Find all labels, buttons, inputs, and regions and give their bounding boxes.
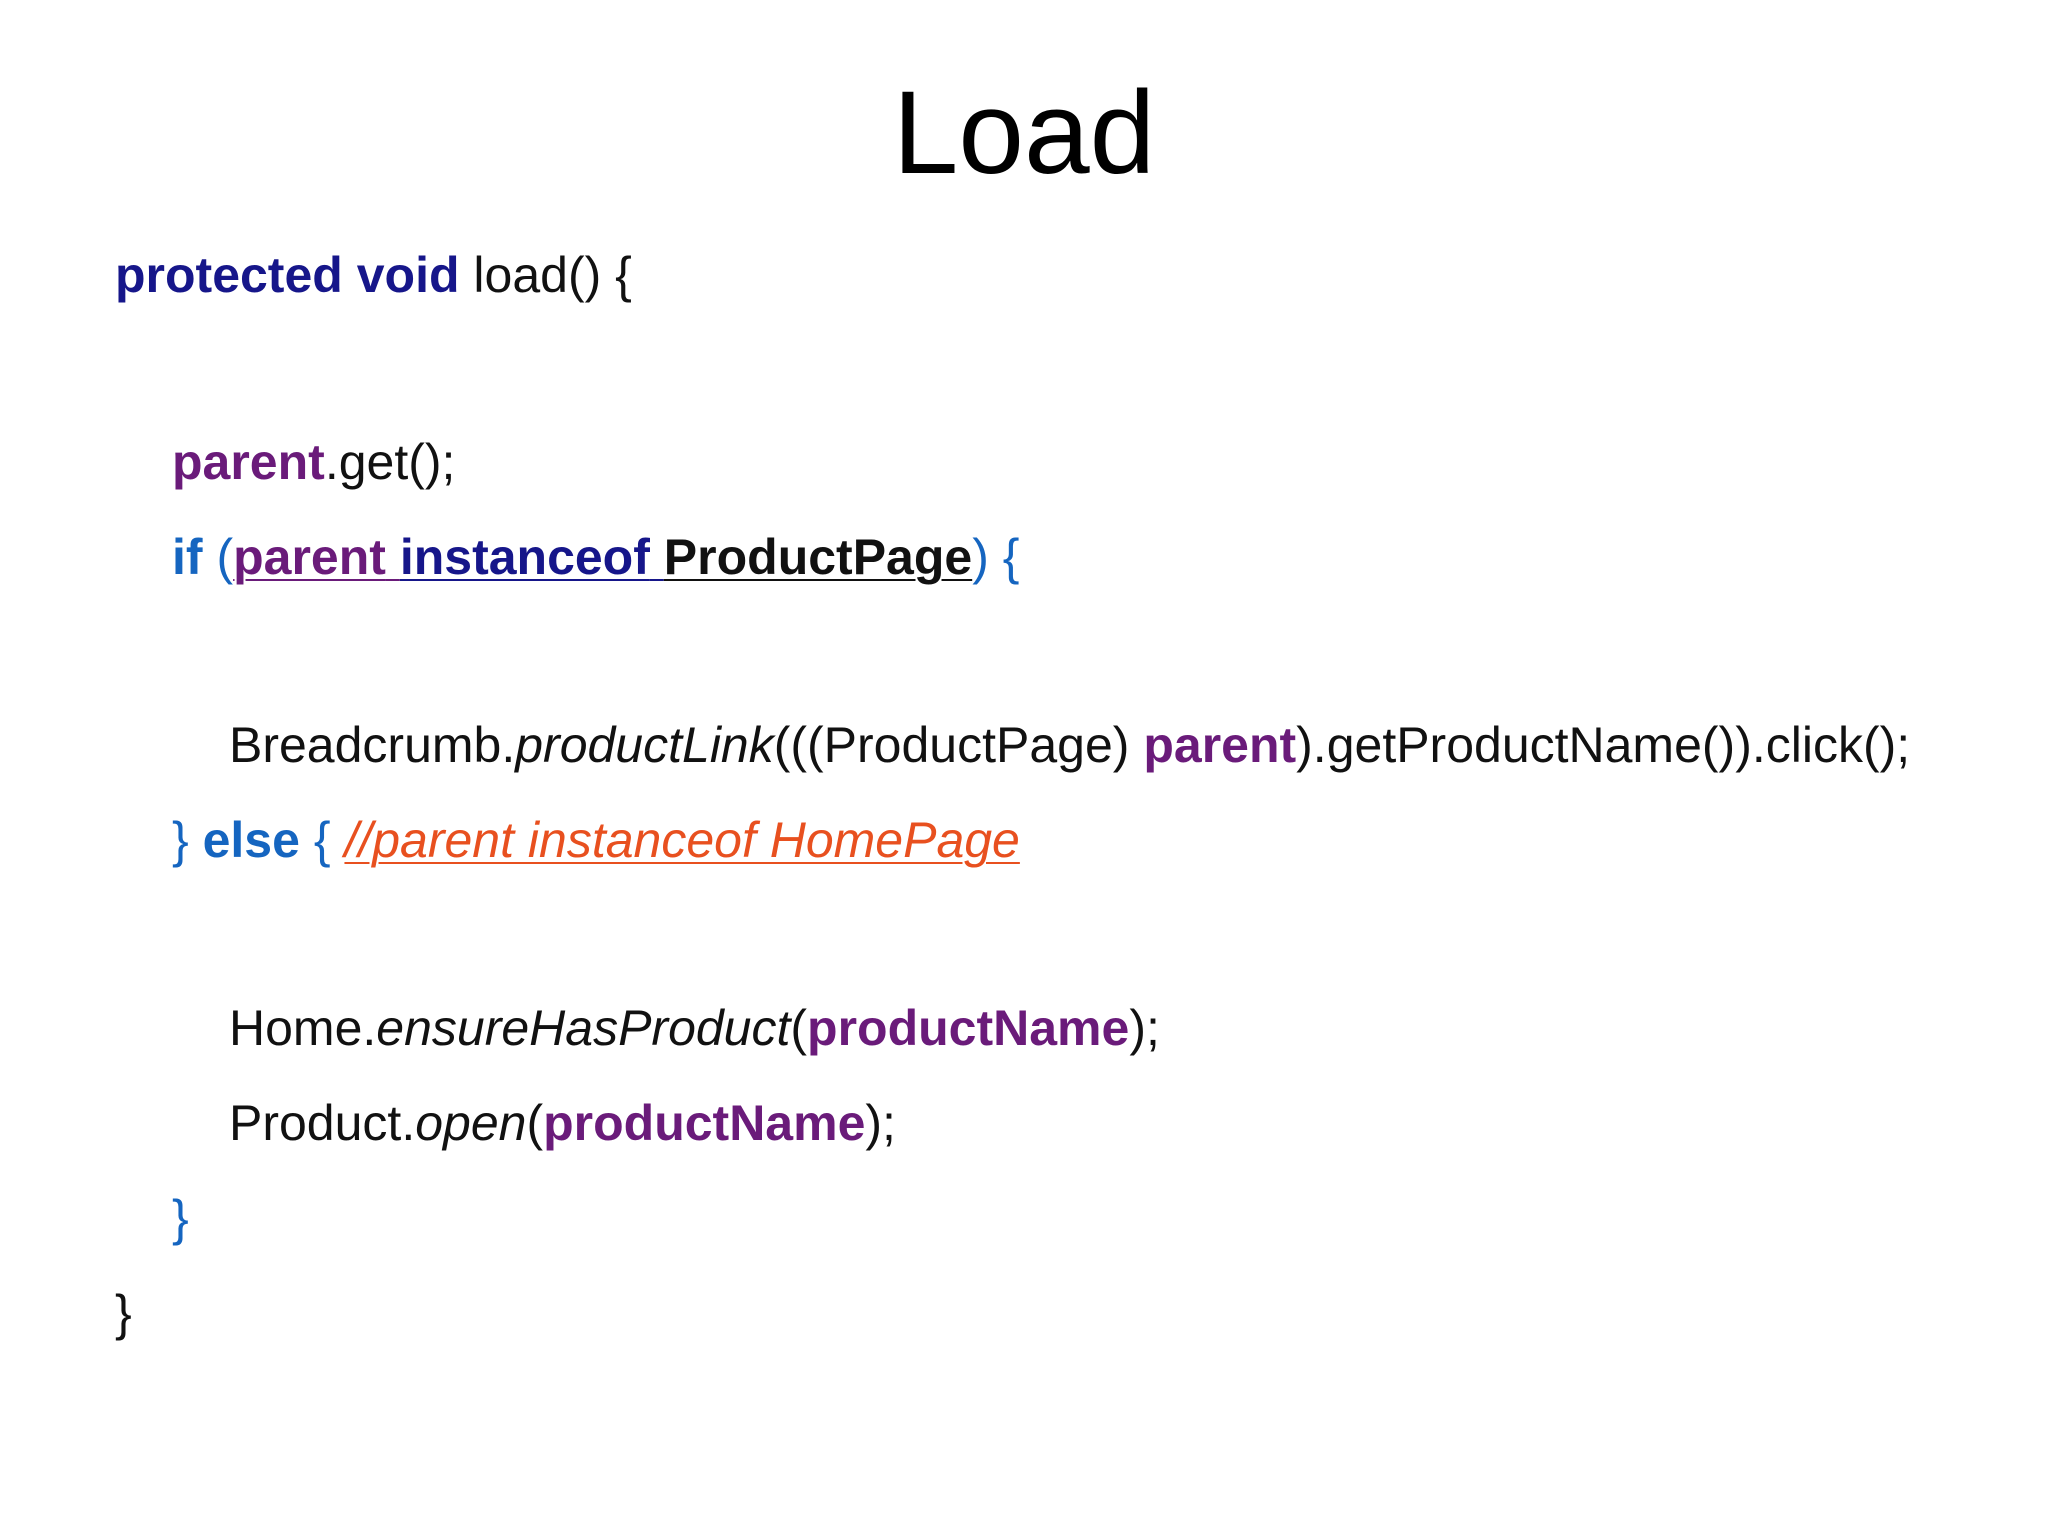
open-paren: ( xyxy=(790,1000,808,1056)
open-paren: ( xyxy=(526,1095,544,1151)
field-parent: parent xyxy=(172,434,325,490)
close-brace: } xyxy=(172,1190,189,1246)
method-open: open xyxy=(415,1095,527,1151)
method-signature: load() { xyxy=(473,247,632,303)
cast-productpage: (((ProductPage) xyxy=(773,717,1130,773)
keyword-protected: protected xyxy=(115,247,343,303)
method-ensurehasproduct: ensureHasProduct xyxy=(376,1000,791,1056)
class-home: Home. xyxy=(229,1000,377,1056)
type-productpage: ProductPage xyxy=(663,529,973,585)
field-parent: parent xyxy=(1143,717,1297,773)
code-line-3: if (parent instanceof ProductPage) { xyxy=(172,527,1019,587)
slide-title: Load xyxy=(892,67,1156,199)
close-brace: } xyxy=(115,1285,132,1341)
code-line-8: } xyxy=(172,1188,189,1248)
class-product: Product. xyxy=(229,1095,416,1151)
method-productlink: productLink xyxy=(515,717,774,773)
close-brace: } xyxy=(172,812,189,868)
code-line-9: } xyxy=(115,1283,132,1343)
keyword-if: if xyxy=(172,529,203,585)
open-brace: { xyxy=(313,812,331,868)
code-line-2: parent.get(); xyxy=(172,432,455,492)
field-parent: parent xyxy=(233,529,386,585)
keyword-void: void xyxy=(356,247,460,303)
close-paren: ); xyxy=(865,1095,896,1151)
keyword-else: else xyxy=(202,812,300,868)
comment: //parent instanceof HomePage xyxy=(344,812,1020,868)
class-breadcrumb: Breadcrumb. xyxy=(229,717,516,773)
keyword-instanceof: instanceof xyxy=(399,529,650,585)
code-line-1: protected void load() { xyxy=(115,245,632,305)
field-productname: productName xyxy=(543,1095,866,1151)
call-get: .get(); xyxy=(324,434,456,490)
call-chain: ).getProductName()).click(); xyxy=(1296,717,1911,773)
code-line-4: Breadcrumb.productLink(((ProductPage) pa… xyxy=(229,715,1910,775)
close-paren-brace: ) { xyxy=(972,529,1020,585)
code-line-5: } else { //parent instanceof HomePage xyxy=(172,810,1020,870)
open-paren: ( xyxy=(216,529,234,585)
field-productname: productName xyxy=(807,1000,1130,1056)
close-paren: ); xyxy=(1129,1000,1160,1056)
code-line-7: Product.open(productName); xyxy=(229,1093,896,1153)
code-line-6: Home.ensureHasProduct(productName); xyxy=(229,998,1160,1058)
